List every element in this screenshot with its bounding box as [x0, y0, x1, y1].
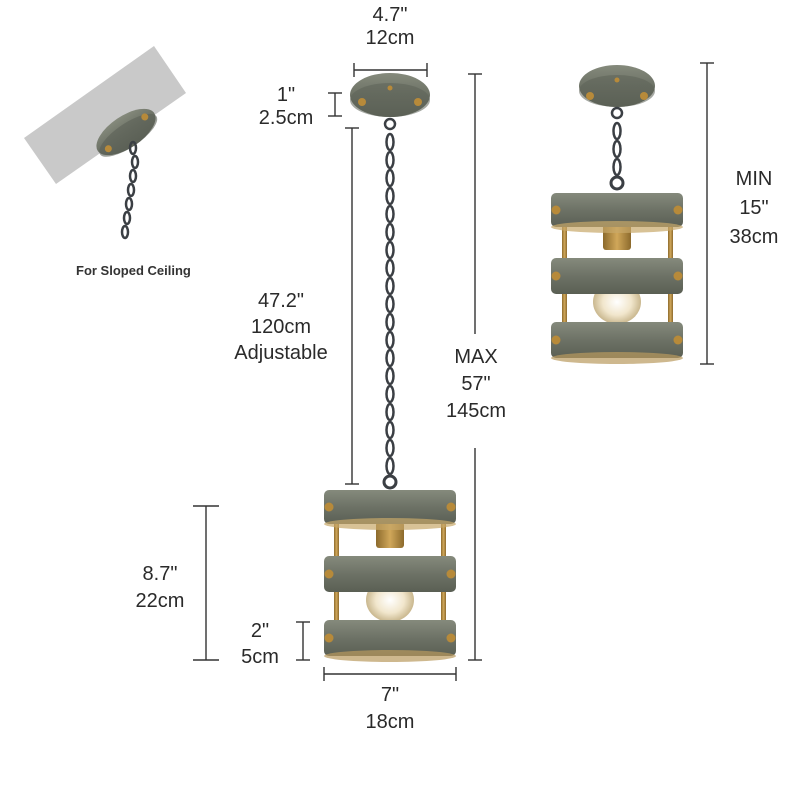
- dimension-lines: [193, 62, 714, 681]
- max-height-line: [468, 73, 482, 661]
- canopy-width-metric: 12cm: [365, 27, 415, 49]
- canopy-width-imperial: 4.7": [372, 4, 408, 26]
- min-height-label: MIN 15" 38cm: [712, 165, 796, 252]
- shade-height-metric: 22cm: [135, 590, 185, 612]
- shade-height-imperial: 8.7": [142, 563, 178, 585]
- min-height-metric: 38cm: [729, 226, 779, 248]
- canopy-height-label: 1" 2.5cm: [238, 84, 334, 130]
- sloped-ceiling-label: For Sloped Ceiling: [76, 263, 191, 278]
- chain-length-note: Adjustable: [234, 342, 328, 364]
- min-pendant: [551, 65, 683, 364]
- chain-length-metric: 120cm: [250, 316, 312, 338]
- shade-height-line: [193, 505, 219, 661]
- min-height-caption: MIN: [735, 168, 773, 190]
- canopy-width-line: [353, 63, 428, 77]
- shade-width-label: 7" 18cm: [340, 682, 440, 736]
- min-height-imperial: 15": [739, 197, 769, 219]
- canopy-height-metric: 2.5cm: [258, 107, 314, 129]
- band-height-label: 2" 5cm: [224, 618, 296, 670]
- main-chain: [382, 117, 398, 490]
- shade-width-imperial: 7": [380, 684, 400, 706]
- max-height-label: MAX 57" 145cm: [428, 344, 524, 425]
- band-height-metric: 5cm: [241, 646, 279, 668]
- max-height-metric: 145cm: [445, 400, 507, 422]
- chain-length-label: 47.2" 120cm Adjustable: [214, 288, 348, 366]
- min-canopy: [579, 65, 655, 107]
- sloped-chain: [120, 140, 140, 240]
- max-height-caption: MAX: [454, 346, 498, 368]
- shade-width-metric: 18cm: [365, 711, 415, 733]
- shade-height-label: 8.7" 22cm: [120, 561, 200, 615]
- shade-width-line: [323, 667, 457, 681]
- chain-length-imperial: 47.2": [257, 290, 305, 312]
- canopy-height-imperial: 1": [276, 84, 296, 106]
- band-height-line: [296, 621, 310, 661]
- min-shade: [551, 193, 683, 364]
- main-pendant: [324, 73, 456, 662]
- sloped-ceiling-illustration: [24, 46, 186, 240]
- max-height-imperial: 57": [461, 373, 491, 395]
- chain-length-line: [345, 127, 359, 485]
- min-chain: [609, 106, 625, 191]
- main-shade: [324, 490, 456, 662]
- sloped-ceiling-panel: [24, 46, 186, 184]
- canopy-height-line: [328, 92, 342, 117]
- canopy-width-label: 4.7" 12cm: [340, 4, 440, 50]
- main-canopy: [350, 73, 430, 117]
- min-height-line: [700, 62, 714, 365]
- band-height-imperial: 2": [250, 620, 270, 642]
